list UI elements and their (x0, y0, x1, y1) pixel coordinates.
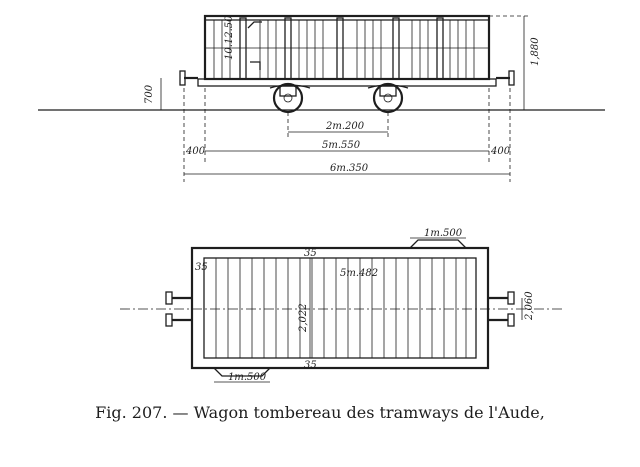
dim-top-door: 1m.500 (424, 228, 463, 239)
side-marking: 10.12.50 (224, 15, 235, 60)
dim-outer-width: 2,060 (524, 291, 535, 321)
dim-wheelbase: 2m.200 (325, 121, 365, 132)
corner-top-mid: 35 (304, 248, 317, 259)
corner-top-left: 35 (195, 262, 208, 273)
axlebox-right (379, 85, 397, 97)
dim-axle-height: 700 (144, 84, 155, 104)
dim-inner-length: 5m.482 (340, 268, 378, 279)
side-extension-lines (183, 15, 528, 182)
technical-drawing: 1,880 700 2m.200 5m.550 400 400 6m.350 1… (38, 15, 605, 383)
dim-height-total: 1,880 (530, 37, 541, 66)
dim-overhang-left: 400 (185, 146, 206, 157)
body-stanchions (239, 17, 444, 80)
sole-bar (197, 78, 497, 87)
corner-bottom-mid: 35 (304, 360, 317, 371)
caption-number: Fig. 207. (95, 403, 168, 422)
plan-inner-frame (203, 257, 477, 359)
door-latch (247, 21, 262, 70)
buffer-left (179, 70, 198, 86)
plan-buffers-left (165, 291, 192, 327)
dim-bottom-door: 1m.500 (228, 372, 267, 383)
plan-top-door (409, 239, 467, 249)
buffer-right (496, 70, 515, 86)
side-elevation: 1,880 700 2m.200 5m.550 400 400 6m.350 1… (38, 15, 605, 182)
dim-body-length: 5m.550 (322, 140, 361, 151)
dim-inner-width: 2,022 (298, 303, 309, 333)
axlebox-left (279, 85, 297, 97)
plan-outer-frame (190, 246, 490, 370)
caption-dash: — (172, 403, 189, 422)
wheel-left (272, 82, 304, 114)
wagon-body (203, 14, 491, 81)
plan-view: 1m.500 1m.500 5m.482 2,022 2,060 35 35 3… (120, 228, 565, 383)
plan-bottom-door (213, 367, 271, 377)
figure-caption: Fig. 207. — Wagon tombereau des tramways… (0, 403, 640, 422)
plan-buffers-right (488, 291, 515, 327)
dim-overhang-right: 400 (490, 146, 511, 157)
wheel-right (372, 82, 404, 114)
dim-total-length: 6m.350 (330, 163, 369, 174)
plan-floor-boards (215, 258, 467, 358)
caption-text: Wagon tombereau des tramways de l'Aude, (193, 403, 545, 422)
body-planking (213, 20, 475, 79)
